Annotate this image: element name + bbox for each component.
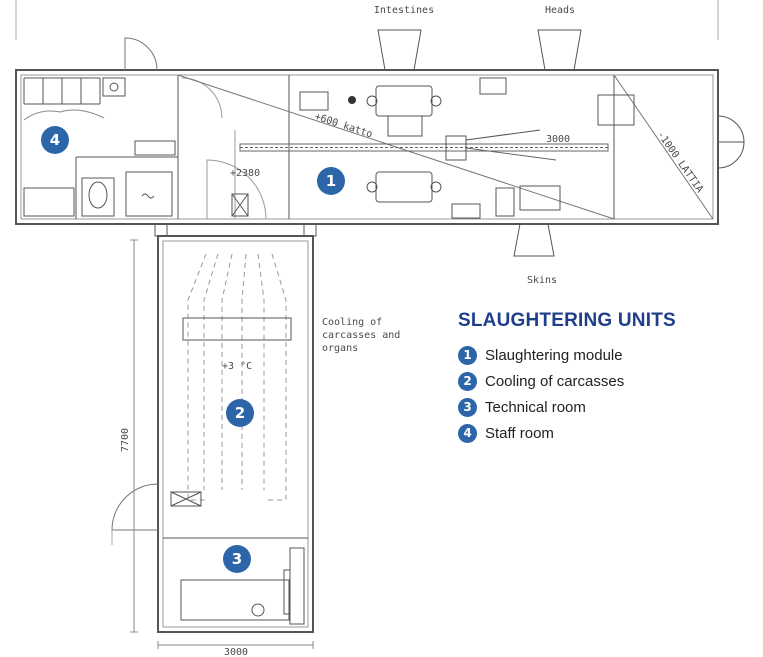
svg-text:4: 4	[50, 131, 60, 149]
legend-number: 2	[458, 371, 477, 391]
legend-item-technical-room: 3 Technical room	[458, 394, 748, 420]
legend-item-slaughtering-module: 1 Slaughtering module	[458, 342, 748, 368]
legend-number: 1	[458, 345, 477, 365]
badge-technical-room: 3	[223, 545, 251, 573]
dimension-width: 3000	[224, 647, 248, 657]
label-skins: Skins	[527, 275, 557, 286]
legend-label: Slaughtering module	[485, 346, 623, 364]
legend-label: Cooling of carcasses	[485, 372, 625, 390]
label-length-3000: 3000	[546, 134, 570, 145]
legend-label: Staff room	[485, 424, 554, 442]
badge-slaughtering-module: 1	[317, 167, 345, 195]
svg-text:2: 2	[235, 404, 245, 422]
legend-item-cooling: 2 Cooling of carcasses	[458, 368, 748, 394]
cooling-module-outline	[157, 235, 314, 633]
svg-text:3: 3	[232, 550, 242, 568]
cooling-note-line-3: organs	[322, 343, 358, 354]
label-ceiling: +600 katto	[313, 111, 374, 140]
badge-cooling: 2	[226, 399, 254, 427]
legend-item-staff-room: 4 Staff room	[458, 420, 748, 446]
cooling-note-line-1: Cooling of	[322, 317, 382, 328]
cooling-note-line-2: carcasses and	[322, 330, 400, 341]
label-temperature: +3 °C	[222, 361, 252, 372]
legend-number: 4	[458, 423, 477, 443]
legend-number: 3	[458, 397, 477, 417]
label-intestines: Intestines	[374, 5, 434, 16]
legend: SLAUGHTERING UNITS 1 Slaughtering module…	[458, 310, 748, 446]
label-level: +2380	[230, 168, 260, 179]
svg-text:1: 1	[326, 172, 336, 190]
label-floor: -1000 LATTIA	[655, 129, 705, 194]
legend-label: Technical room	[485, 398, 586, 416]
badge-staff-room: 4	[41, 126, 69, 154]
label-heads: Heads	[545, 5, 575, 16]
dimension-height: 7700	[120, 428, 131, 452]
main-module-outline	[15, 69, 719, 225]
legend-title: SLAUGHTERING UNITS	[458, 310, 676, 331]
